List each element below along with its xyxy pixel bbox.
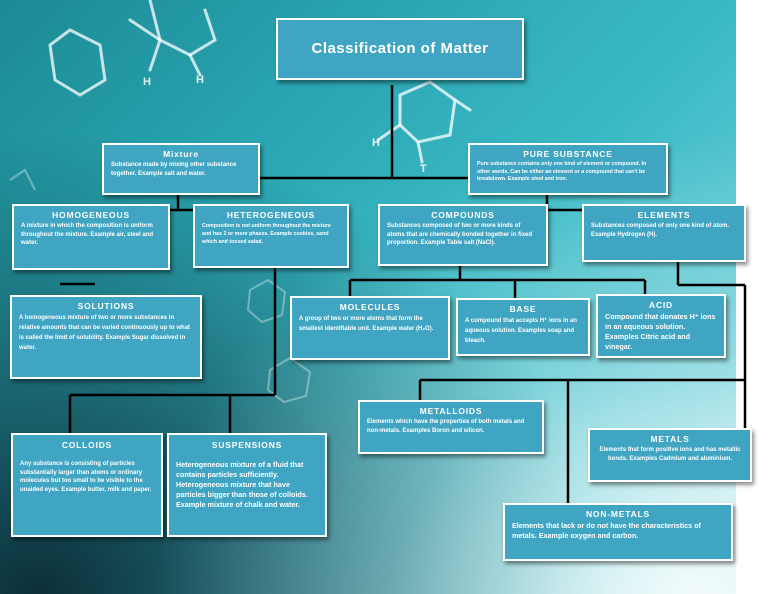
metals-title: METALS	[650, 434, 690, 444]
compounds-box: COMPOUNDS Substances composed of two or …	[378, 204, 548, 266]
homogeneous-title: HOMOGENEOUS	[52, 210, 130, 220]
colloids-text: Any substance is consisting of particles…	[20, 461, 152, 493]
mixture-box: Mixture Substance made by mixing other s…	[102, 143, 260, 195]
colloids-title: COLLOIDS	[61, 440, 113, 450]
svg-text:T: T	[420, 163, 427, 175]
suspensions-title: SUSPENSIONS	[211, 440, 283, 450]
heterogeneous-title: HETEROGENEOUS	[226, 210, 316, 220]
molecules-title: MOLECULES	[339, 302, 401, 312]
mixture-text: Substance made by mixing other substance…	[111, 162, 237, 177]
mixture-title: Mixture	[163, 149, 199, 159]
acid-text: Compound that donates H⁺ ions in an aque…	[605, 312, 716, 351]
svg-text:H: H	[372, 137, 380, 149]
pure-substance-box: PURE SUBSTANCE Pure substance contains o…	[468, 143, 668, 195]
suspensions-text: Heterogeneous mixture of a fluid that co…	[176, 460, 308, 509]
metalloids-title: METALLOIDS	[419, 406, 483, 416]
compounds-title: COMPOUNDS	[431, 210, 495, 220]
acid-title: ACID	[649, 300, 673, 310]
base-title: BASE	[509, 304, 537, 314]
solutions-text: A homogeneous mixture of two or more sub…	[19, 315, 191, 351]
compounds-text: Substances composed of two or more kinds…	[387, 223, 533, 246]
svg-text:H: H	[143, 76, 151, 88]
elements-title: ELEMENTS	[637, 210, 691, 220]
base-text: A compound that accepts H⁺ ions in an aq…	[465, 318, 577, 344]
metals-box: METALS Elements that form positive ions …	[588, 428, 752, 482]
base-box: BASE A compound that accepts H⁺ ions in …	[456, 298, 590, 356]
molecules-box: MOLECULES A group of two or more atoms t…	[290, 296, 450, 360]
pure-substance-title: PURE SUBSTANCE	[523, 149, 613, 159]
homogeneous-text: A mixture in which the composition is un…	[21, 223, 154, 246]
acid-box: ACID Compound that donates H⁺ ions in an…	[596, 294, 726, 358]
svg-text:H: H	[196, 74, 204, 86]
homogeneous-box: HOMOGENEOUS A mixture in which the compo…	[12, 204, 170, 270]
non-metals-box: NON-METALS Elements that lack or do not …	[503, 503, 733, 561]
non-metals-title: NON-METALS	[585, 509, 651, 519]
title-box: Classification of Matter	[276, 18, 524, 80]
heterogeneous-box: HETEROGENEOUS Composition is not uniform…	[193, 204, 349, 268]
metalloids-text: Elements which have the properties of bo…	[367, 419, 525, 434]
solutions-title: SOLUTIONS	[77, 301, 135, 311]
pure-substance-text: Pure substance contains only one kind of…	[477, 161, 647, 182]
suspensions-box: SUSPENSIONS Heterogeneous mixture of a f…	[167, 433, 327, 537]
page-title: Classification of Matter	[311, 40, 489, 57]
heterogeneous-text: Composition is not uniform throughout th…	[202, 223, 331, 245]
elements-text: Substances composed of only one kind of …	[591, 223, 730, 238]
metals-text: Elements that form positive ions and has…	[599, 447, 741, 462]
non-metals-text: Elements that lack or do not have the ch…	[512, 521, 701, 540]
right-margin	[736, 0, 768, 594]
elements-box: ELEMENTS Substances composed of only one…	[582, 204, 746, 262]
colloids-box: COLLOIDS Any substance is consisting of …	[11, 433, 163, 537]
metalloids-box: METALLOIDS Elements which have the prope…	[358, 400, 544, 454]
solutions-box: SOLUTIONS A homogeneous mixture of two o…	[10, 295, 202, 379]
molecules-text: A group of two or more atoms that form t…	[299, 316, 434, 332]
